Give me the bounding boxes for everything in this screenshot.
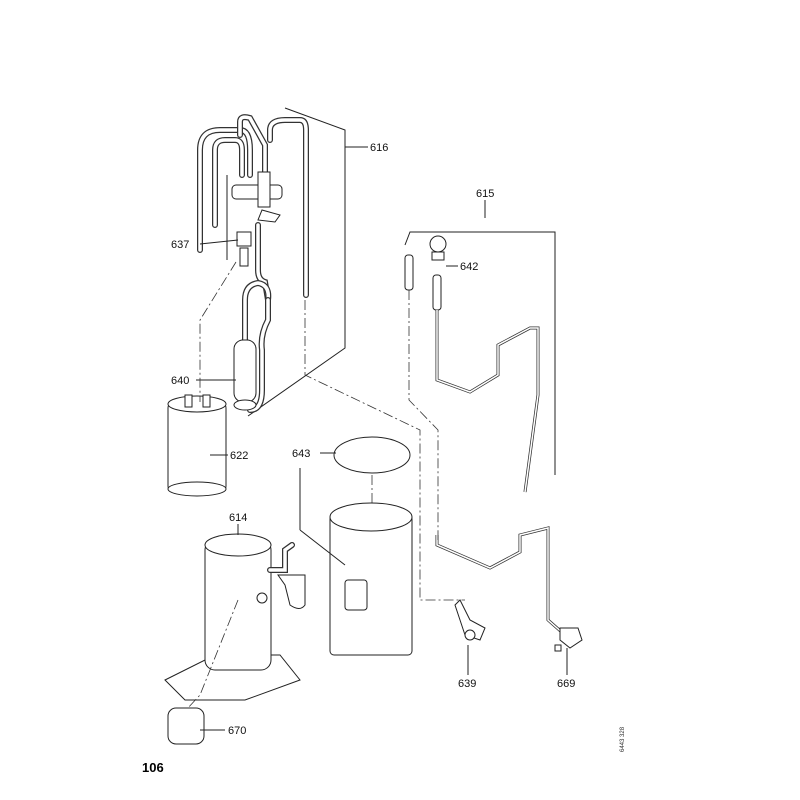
- assembly-615: [404, 200, 583, 675]
- callout-614: 614: [229, 512, 247, 524]
- assembly-616-bracket: [247, 107, 368, 417]
- callout-637: 637: [171, 239, 189, 251]
- callout-622: 622: [230, 450, 248, 462]
- drawing-code: 6443 328: [620, 726, 626, 752]
- callout-639: 639: [458, 678, 476, 690]
- part-622-filter-canister: [167, 261, 237, 497]
- pipe-assembly-616: [197, 114, 309, 413]
- callout-643: 643: [292, 448, 310, 460]
- part-670-cover: [167, 707, 225, 745]
- housing-cylinder: [299, 468, 413, 656]
- page-number: 106: [142, 760, 164, 775]
- part-614-compressor: [164, 524, 306, 711]
- callout-616: 616: [370, 142, 388, 154]
- callout-615: 615: [476, 188, 494, 200]
- part-640-receiver: [196, 339, 257, 411]
- callout-640: 640: [171, 375, 189, 387]
- callout-669: 669: [557, 678, 575, 690]
- callout-670: 670: [228, 725, 246, 737]
- callout-642: 642: [460, 261, 478, 273]
- part-637-line: [199, 239, 239, 245]
